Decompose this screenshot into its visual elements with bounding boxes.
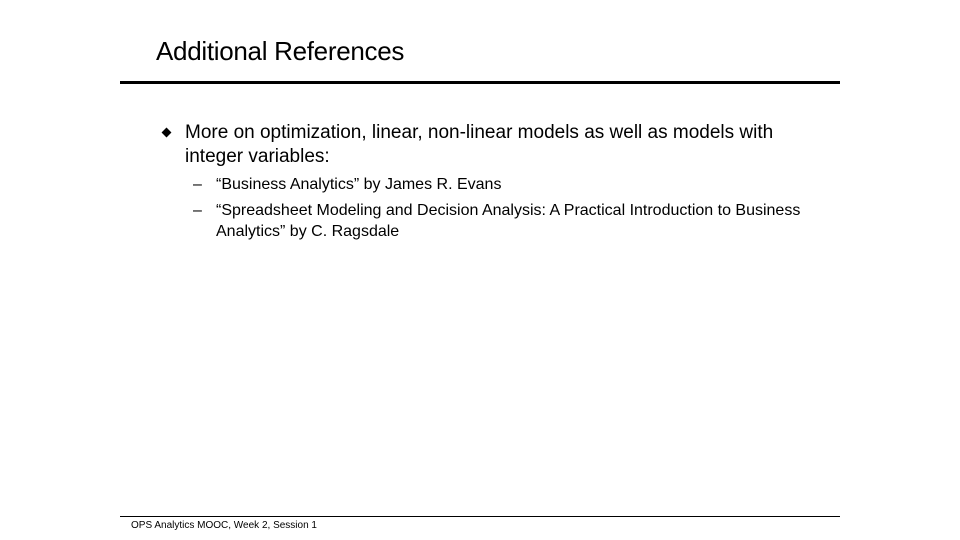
title-divider — [120, 81, 840, 84]
bullet-text: More on optimization, linear, non-linear… — [185, 122, 774, 167]
dash-bullet-icon: – — [193, 202, 202, 219]
slide-title: Additional References — [156, 36, 405, 66]
reference-item: “Business Analytics” by James R. Evans — [216, 176, 502, 193]
dash-bullet-icon: – — [193, 176, 202, 193]
footer-divider — [120, 516, 840, 517]
diamond-bullet-icon — [161, 127, 172, 138]
reference-item: “Spreadsheet Modeling and Decision Analy… — [216, 202, 801, 240]
footer-text: OPS Analytics MOOC, Week 2, Session 1 — [131, 520, 317, 531]
